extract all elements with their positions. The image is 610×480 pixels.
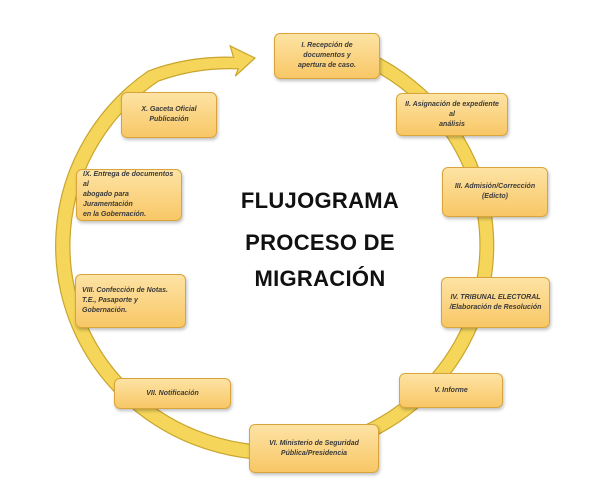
step-5-box: V. Informe bbox=[399, 373, 503, 408]
step-8-box: VIII. Confección de Notas. T.E., Pasapor… bbox=[75, 274, 186, 328]
step-2-box: II. Asignación de expediente al análisis bbox=[396, 93, 508, 136]
step-4-box: IV. TRIBUNAL ELECTORAL /Elaboración de R… bbox=[441, 277, 550, 328]
step-3-box: III. Admisión/Corrección (Edicto) bbox=[442, 167, 548, 217]
title-line-1: FLUJOGRAMA bbox=[240, 188, 400, 213]
step-10-box: X. Gaceta Oficial Publicación bbox=[121, 92, 217, 138]
step-9-box: IX. Entrega de documentos al abogado par… bbox=[76, 169, 182, 221]
title-line-3: MIGRACIÓN bbox=[254, 266, 386, 291]
step-1-box: I. Recepción de documentos y apertura de… bbox=[274, 33, 380, 79]
step-7-box: VII. Notificación bbox=[114, 378, 231, 409]
title-line-2: PROCESO DE bbox=[245, 230, 395, 255]
step-6-box: VI. Ministerio de Seguridad Pública/Pres… bbox=[249, 424, 379, 473]
